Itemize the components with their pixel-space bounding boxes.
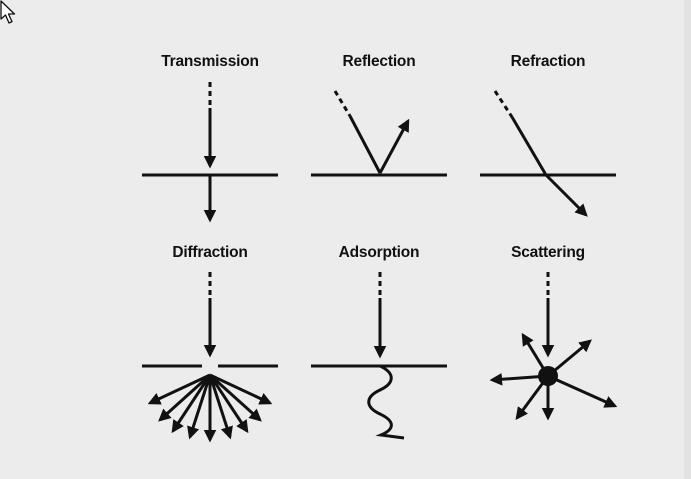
diffraction-ray-1 (147, 373, 211, 405)
scattering-panel (489, 272, 618, 421)
refraction-refracted-ray (544, 173, 588, 217)
diffraction-ray-4 (187, 374, 212, 440)
scattering-particle (538, 366, 558, 386)
adsorption-absorbed-wave (367, 364, 405, 440)
reflection-incident-ray (348, 115, 382, 174)
label-adsorption: Adsorption (338, 244, 420, 261)
refraction-incident-dashed (493, 90, 514, 118)
reflection-panel (311, 90, 447, 177)
reflection-reflected-ray (378, 118, 410, 174)
refraction-incident-ray (510, 116, 548, 176)
adsorption-panel (311, 272, 447, 440)
label-transmission: Transmission (161, 53, 259, 70)
diffraction-ray-3 (171, 374, 212, 434)
diffraction-ray-6 (208, 374, 233, 440)
label-scattering: Scattering (511, 244, 585, 261)
label-reflection: Reflection (342, 53, 416, 70)
diffraction-panel (142, 272, 278, 443)
label-diffraction: Diffraction (172, 244, 248, 261)
diffraction-ray-7 (208, 374, 249, 434)
reflection-incident-dashed (333, 90, 352, 117)
mouse-pointer-icon (0, 0, 16, 24)
scattering-ray-right (547, 374, 618, 408)
right-edge-strip (684, 0, 691, 479)
refraction-panel (480, 90, 616, 217)
label-refraction: Refraction (510, 53, 586, 70)
diffraction-ray-9 (209, 373, 273, 405)
diffraction-ray-8 (208, 373, 262, 422)
transmission-panel (142, 82, 278, 223)
diffraction-ray-2 (158, 373, 212, 422)
